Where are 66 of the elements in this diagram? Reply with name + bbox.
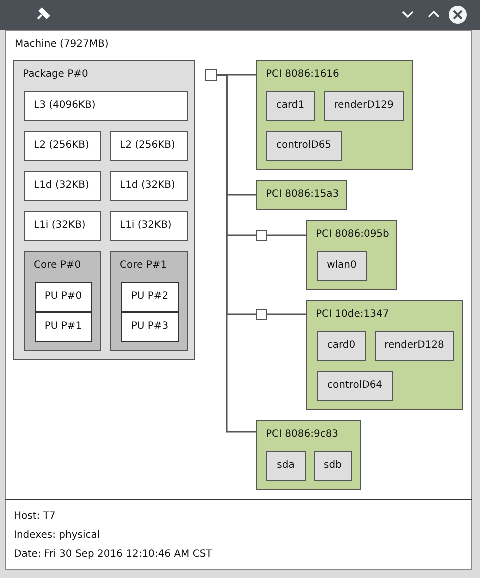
bridge-box	[256, 230, 267, 241]
os-device-box	[317, 331, 366, 361]
node-heading: PCI 8086:1616	[266, 69, 340, 81]
connector-line	[267, 234, 306, 236]
cache-box	[24, 171, 101, 201]
node-label: controlD65	[275, 140, 333, 152]
node-label: L1d (32KB)	[120, 180, 176, 192]
connector-line	[267, 314, 306, 316]
os-device-box	[317, 251, 367, 281]
node-label: PU P#0	[44, 291, 84, 303]
node-label: L3 (4096KB)	[34, 100, 96, 112]
node-heading: Core P#0	[34, 260, 82, 272]
pci-device-box	[306, 300, 463, 410]
pu-box	[35, 282, 92, 312]
os-device-box	[317, 371, 393, 401]
bridge-box	[205, 69, 217, 81]
node-label: PU P#2	[130, 291, 170, 303]
node-label: PU P#1	[44, 321, 84, 333]
node-label: PU P#3	[130, 321, 170, 333]
connector-line	[217, 74, 256, 433]
node-label: wlan0	[326, 260, 358, 272]
core-box	[24, 251, 101, 351]
cache-box	[24, 91, 188, 121]
os-device-box	[266, 131, 342, 161]
info-text: Host: T7	[14, 511, 56, 522]
os-device-box	[266, 451, 306, 481]
node-heading: Machine (7927MB)	[15, 39, 109, 51]
info-text: Indexes: physical	[14, 530, 100, 541]
package-box	[13, 60, 195, 360]
info-text: Date: Fri 30 Sep 2016 12:10:46 AM CST	[14, 549, 212, 560]
node-heading: Core P#1	[120, 260, 168, 272]
node-label: renderD129	[333, 100, 395, 112]
node-label: L1i (32KB)	[34, 220, 86, 232]
os-device-box	[314, 451, 352, 481]
pci-device-box	[256, 180, 347, 210]
core-box	[110, 251, 188, 351]
cache-box	[24, 211, 101, 241]
pci-device-box	[306, 220, 397, 290]
node-heading: PCI 8086:095b	[316, 229, 390, 241]
node-label: sda	[276, 460, 296, 472]
node-heading: PCI 10de:1347	[316, 309, 390, 321]
node-label: L2 (256KB)	[120, 140, 176, 152]
pu-box	[121, 312, 179, 342]
pci-device-box	[256, 420, 361, 490]
node-label: controlD64	[326, 380, 384, 392]
node-label: renderD128	[384, 340, 446, 352]
os-device-box	[324, 91, 404, 121]
node-label: L2 (256KB)	[34, 140, 90, 152]
cache-box	[110, 211, 188, 241]
node-label: L1i (32KB)	[120, 220, 172, 232]
pci-device-box	[256, 60, 413, 170]
node-heading: Package P#0	[23, 69, 88, 81]
node-heading: PCI 8086:15a3	[266, 189, 340, 201]
os-device-box	[266, 91, 315, 121]
cache-box	[24, 131, 101, 161]
cache-box	[110, 131, 188, 161]
os-device-box	[375, 331, 454, 361]
node-heading: PCI 8086:9c83	[266, 429, 339, 441]
node-label: sdb	[323, 460, 343, 472]
pu-box	[35, 312, 92, 342]
cache-box	[110, 171, 188, 201]
bridge-box	[256, 309, 267, 320]
node-label: card0	[326, 340, 357, 352]
pu-box	[121, 282, 179, 312]
node-label: L1d (32KB)	[34, 180, 90, 192]
node-label: card1	[275, 100, 306, 112]
